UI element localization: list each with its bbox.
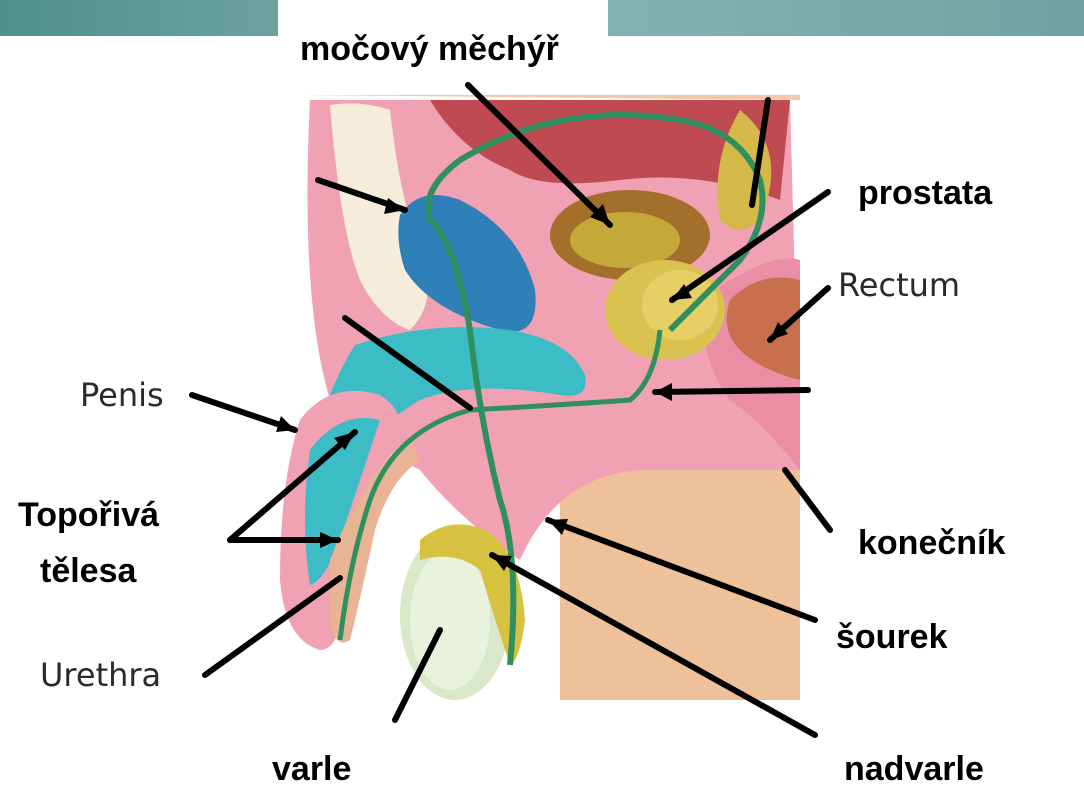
label-penis: Penis — [80, 376, 164, 414]
label-sourek: šourek — [836, 618, 948, 657]
pointer-right-mid — [655, 390, 808, 392]
label-rectum: Rectum — [838, 266, 960, 304]
label-prostata: prostata — [858, 174, 992, 213]
bladder-inner — [570, 212, 680, 268]
label-mocovy-mechyr: močový měchýř — [300, 30, 559, 69]
label-nadvarle: nadvarle — [844, 750, 984, 789]
label-konecnik: konečník — [858, 524, 1005, 563]
prostate-inner — [642, 270, 718, 340]
label-toporiva-2: tělesa — [40, 552, 136, 591]
label-varle: varle — [272, 750, 351, 789]
label-toporiva-1: Topořivá — [18, 496, 159, 535]
arrowhead-penis — [276, 416, 295, 432]
thigh — [560, 467, 800, 700]
label-urethra: Urethra — [40, 656, 161, 694]
